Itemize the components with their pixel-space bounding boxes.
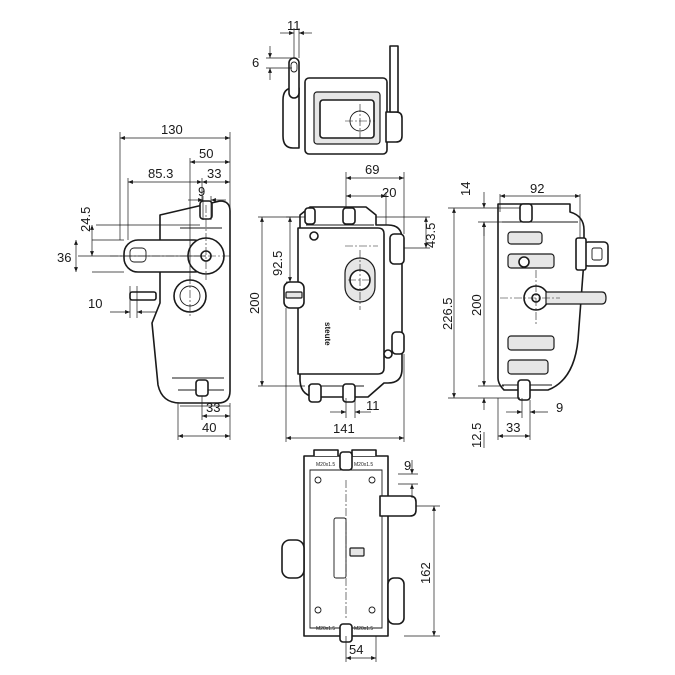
dim-right-14: 14: [458, 182, 473, 196]
rear-label-m20-top-left: M20x1.5: [316, 462, 335, 468]
dim-left-50: 50: [199, 146, 213, 161]
dim-left-10: 10: [88, 296, 102, 311]
dim-front-200: 200: [247, 292, 262, 314]
dim-front-43-5: 43.5: [423, 223, 438, 248]
rear-label-m20-bottom-left: M20x1.5: [316, 626, 335, 632]
dim-top-11: 11: [287, 18, 301, 33]
rear-label-m20-bottom-right: M20x1.5: [354, 626, 373, 632]
dim-left-33-top: 33: [207, 166, 221, 181]
dim-left-9: 9: [198, 184, 205, 199]
right-view: 92 14 226.5 200 12.5 33 9: [440, 181, 609, 448]
top-view: 11 6: [252, 18, 403, 155]
dim-left-24-5: 24.5: [78, 207, 93, 232]
dim-rear-9: 9: [404, 458, 411, 473]
brand-mark: steute: [323, 322, 332, 346]
dim-top-6: 6: [252, 55, 259, 70]
dim-right-9: 9: [556, 400, 563, 415]
dim-right-33: 33: [506, 420, 520, 435]
dim-front-141: 141: [333, 421, 355, 436]
dim-left-85-3: 85.3: [148, 166, 173, 181]
rear-label-m20-top-right: M20x1.5: [354, 462, 373, 468]
dim-front-69: 69: [365, 162, 379, 177]
dim-right-226-5: 226.5: [440, 297, 455, 330]
dim-rear-54: 54: [349, 642, 363, 657]
dim-left-130: 130: [161, 122, 183, 137]
dim-front-92-5: 92.5: [270, 251, 285, 276]
dim-left-33-bottom: 33: [206, 400, 220, 415]
left-view: 130 50 85.3 33 9 36 24.5 10 33 40: [57, 122, 231, 440]
dim-left-40: 40: [202, 420, 216, 435]
dim-left-36: 36: [57, 250, 71, 265]
front-view: steute 69 20 92.5 43.5 200 11 141: [247, 162, 438, 442]
dim-rear-162: 162: [418, 562, 433, 584]
dim-right-200: 200: [469, 294, 484, 316]
dim-front-20: 20: [382, 185, 396, 200]
dim-right-12-5: 12.5: [469, 423, 484, 448]
rear-view: M20x1.5 M20x1.5 M20x1.5 M20x1.5 9 162 54: [281, 449, 440, 662]
dim-front-11: 11: [366, 398, 380, 413]
dim-right-92: 92: [530, 181, 544, 196]
